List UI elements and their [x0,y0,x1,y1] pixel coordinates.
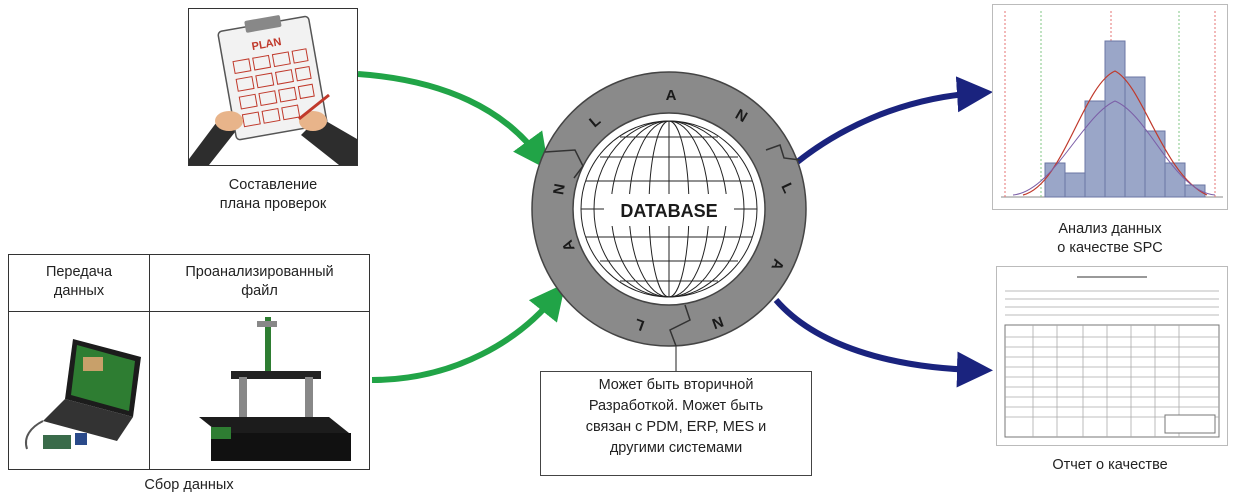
table-divider-horizontal [9,311,369,312]
table-divider-vertical [149,255,150,469]
spc-caption: Анализ данных о качестве SPC [1057,221,1163,256]
cell-analyzed-file: Проанализированный файл [185,264,334,299]
arrow-plan-to-database [357,71,549,171]
clipboard-icon: PLAN [189,15,357,165]
data-collection-caption: Сбор данных [144,477,234,493]
ring-letter: N [550,182,569,196]
data-collection-table: Передача данных Проанализированный файл [8,254,370,470]
note-line: Может быть вторичной [598,377,754,393]
arrow-database-to-spc [788,76,993,171]
plan-image: PLAN [188,8,358,166]
report-caption: Отчет о качестве [1052,457,1168,473]
cell-data-transfer: Передача данных [45,264,113,299]
note-line: Разработкой. Может быть [588,398,764,414]
note-line: другими системами [609,440,743,456]
database-label: DATABASE [620,201,717,221]
arrow-collection-to-database [371,283,566,383]
arrow-database-to-report [773,298,993,388]
note-box: Может быть вторичной Разработкой. Может … [540,371,812,476]
plan-caption: Составление плана проверок [219,177,327,212]
quality-report-image [996,266,1228,446]
measuring-machine-photo [199,317,351,461]
histogram-graphic [1001,11,1223,198]
note-line: связан с PDM, ERP, MES и [585,419,767,435]
report-graphic [1004,276,1220,438]
spc-histogram-image [992,4,1228,210]
database-label-bg [604,194,734,226]
ring-letter: A [666,87,677,104]
laptop-photo [25,339,141,450]
clipboard-word: PLAN [251,36,283,53]
